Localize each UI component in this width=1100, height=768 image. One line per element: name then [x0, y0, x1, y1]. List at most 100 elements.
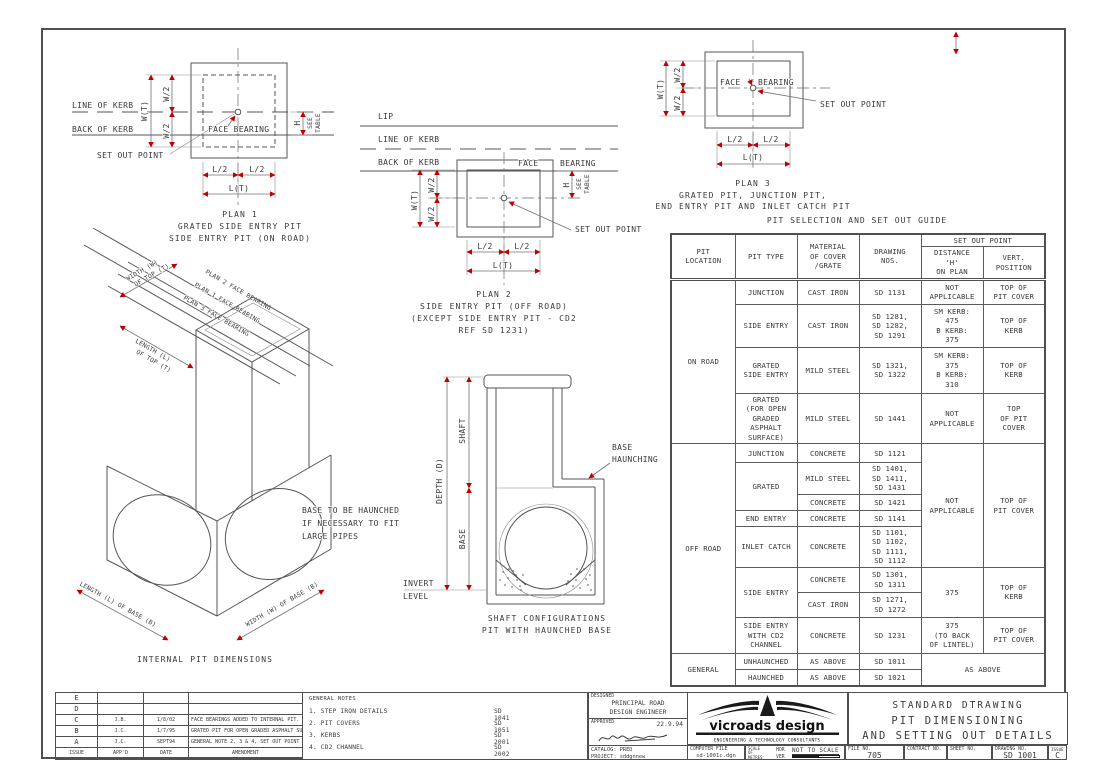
revision-amendment: GENERAL NOTE 2, 3 & 4, SET OUT POINT AME… — [188, 736, 303, 748]
plan3-subtitle: GRATED PIT, JUNCTION PIT, — [679, 191, 827, 200]
col-header-drawing-nos: DRAWING NOS. — [858, 233, 922, 281]
guide-cell: CONCRETE — [796, 566, 860, 593]
note-label: CD2 CHANNEL — [320, 744, 364, 751]
set-out-point-marker — [749, 84, 757, 92]
lt-label: L(T) — [743, 153, 763, 162]
revision-amendment: FACE BEARINGS ADDED TO INTERNAL PIT. — [188, 714, 303, 726]
signature — [598, 734, 668, 742]
col-header-set-out-point: SET OUT POINT — [920, 233, 1046, 248]
iso-caption: INTERNAL PIT DIMENSIONS — [137, 655, 273, 664]
revision-amendment: GRATED PIT FOR OPEN GRADED ASPHALT SURFA… — [188, 725, 303, 737]
width-of-top-label: WIDTH (W) OF TOP (T) — [125, 258, 172, 289]
guide-cell: TOP OF PIT COVER — [982, 443, 1046, 568]
invert-level-label: INVERT — [403, 579, 434, 588]
l2-label: L/2 — [249, 165, 264, 174]
revision-issue: B — [55, 725, 98, 737]
guide-cell: SD 1301, SD 1311 — [858, 566, 922, 593]
guide-table-title: PIT SELECTION AND SET OUT GUIDE — [766, 216, 948, 225]
project-value: sddgnnew — [619, 754, 646, 760]
revision-appd: J.B. — [97, 714, 144, 726]
face-bearing-label: FACE BEARING — [208, 125, 269, 134]
scale-label: SCALE OF METRES — [748, 746, 762, 760]
general-notes-panel: GENERAL NOTES 1. STEP IRON DETAILS SD 10… — [302, 692, 588, 760]
concrete-hatch — [499, 568, 592, 591]
guide-cell: SD 1141 — [858, 509, 922, 527]
revision-issue: E — [55, 692, 98, 704]
drawing-no-label: DRAWING NO. — [995, 747, 1027, 752]
note-item: 1. STEP IRON DETAILS SD 1041 — [309, 708, 510, 722]
lip-label: LIP — [378, 112, 393, 121]
l2-label: L/2 — [727, 135, 742, 144]
catalog-row: CATALOG: PRED — [591, 747, 632, 753]
lt-label: L(T) — [493, 261, 513, 270]
guide-cell: HAUNCHED — [734, 668, 798, 687]
guide-cell: SM KERB: 375 B KERB: 310 — [920, 346, 984, 394]
project-row: PROJECT: sddgnnew — [591, 754, 645, 760]
guide-cell: SD 1441 — [858, 392, 922, 445]
drawing-no-value: SD 1001 — [1003, 751, 1037, 760]
vicroads-logo-panel: vicroads design ENGINEERING & TECHNOLOGY… — [687, 692, 848, 745]
catalog-label: CATALOG: — [591, 747, 617, 753]
guide-cell: TOP OF KERB — [982, 346, 1046, 394]
note-number: 2. — [309, 720, 317, 727]
ver-label: VER — [776, 755, 785, 760]
not-to-scale-label: NOT TO SCALE — [792, 747, 839, 755]
table-label: TABLE — [315, 113, 322, 133]
guide-cell: SD 1421 — [858, 493, 922, 511]
guide-cell: SD 1131 — [858, 278, 922, 305]
guide-cell: CAST IRON — [796, 278, 860, 305]
col-header-distance: DISTANCE 'H' ON PLAN — [920, 246, 984, 281]
bearing-label: BEARING — [560, 159, 596, 168]
guide-cell: TOP OF PIT COVER — [982, 278, 1046, 305]
pit-selection-table: PIT LOCATION PIT TYPE MATERIAL OF COVER … — [670, 233, 1047, 687]
guide-cell: SD 1021 — [858, 668, 922, 687]
guide-cell: END ENTRY — [734, 509, 798, 527]
guide-cell: TOP OF KERB — [982, 566, 1046, 618]
guide-cell: CONCRETE — [796, 509, 860, 527]
contract-no-label: CONTRACT NO. — [907, 747, 942, 752]
face-label: FACE — [720, 78, 740, 87]
w2-label: W/2 — [162, 86, 171, 101]
plan1-title: PLAN 1 — [222, 210, 258, 219]
issue-label: ISSUE — [1051, 747, 1064, 752]
guide-cell: UNHAUNCHED — [734, 652, 798, 670]
note-sd-number: SD 2001 — [494, 732, 510, 746]
revision-col-amendment: AMENDMENT — [188, 747, 303, 760]
guide-cell: JUNCTION — [734, 443, 798, 464]
file-no-label: FILE NO. — [848, 747, 872, 752]
revision-issue: D — [55, 703, 98, 715]
w2-label: W/2 — [427, 206, 436, 221]
shaft-section-drawing: DEPTH (D) SHAFT BASE INVERT LEVEL BASE H… — [402, 374, 658, 636]
guide-cell: SD 1121 — [858, 443, 922, 464]
guide-cell: GRATED (FOR OPEN GRADED ASPHALT SURFACE) — [734, 392, 798, 445]
guide-cell: NOT APPLICABLE — [920, 443, 984, 568]
file-no-panel: FILE NO. 705 — [845, 745, 904, 760]
guide-cell: GRATED SIDE ENTRY — [734, 346, 798, 394]
guide-cell: TOP OF KERB — [982, 303, 1046, 348]
guide-cell: JUNCTION — [734, 278, 798, 305]
note-item: 4. CD2 CHANNEL SD 2002 — [309, 744, 510, 758]
guide-cell: SIDE ENTRY WITH CD2 CHANNEL — [734, 616, 798, 654]
designed-label: DESIGNED — [591, 694, 615, 699]
computer-file-label: COMPUTER FILE — [690, 747, 728, 752]
haunch-note: LARGE PIPES — [302, 532, 358, 541]
back-of-kerb-label: BACK OF KERB — [72, 125, 133, 134]
guide-cell: GRATED — [734, 462, 798, 511]
depth-label: DEPTH (D) — [435, 458, 444, 504]
scale-label-line: SCALE — [748, 746, 761, 751]
plan3-subtitle: END ENTRY PIT AND INLET CATCH PIT — [655, 202, 850, 211]
plan2-drawing: LIP LINE OF KERB BACK OF KERB FACE BEARI… — [360, 111, 642, 336]
base-haunching-label: BASE — [612, 443, 632, 452]
catalog-panel: CATALOG: PRED PROJECT: sddgnnew — [588, 745, 688, 760]
guide-cell: CONCRETE — [796, 525, 860, 568]
col-header-material: MATERIAL OF COVER /GRATE — [796, 233, 860, 281]
vicroads-logo: vicroads design ENGINEERING & TECHNOLOGY… — [696, 695, 839, 744]
revision-appd — [97, 692, 144, 704]
note-label: PIT COVERS — [320, 720, 361, 727]
designed-role: PRINCIPAL ROAD — [611, 700, 665, 707]
note-item: 2. PIT COVERS SD 1051 — [309, 720, 510, 734]
catalog-value: PRED — [619, 747, 633, 753]
l2-label: L/2 — [477, 242, 492, 251]
note-label: STEP IRON DETAILS — [320, 708, 388, 715]
